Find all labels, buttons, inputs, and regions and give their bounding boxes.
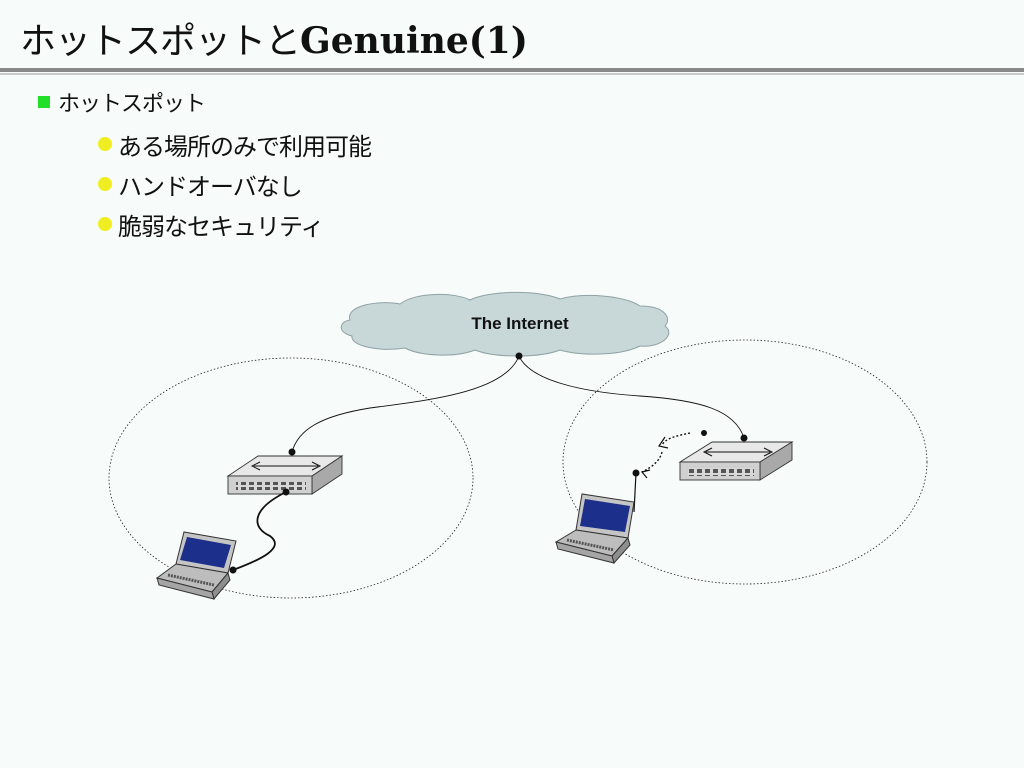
green-square-bullet-icon (38, 96, 50, 108)
laptop-icon (155, 531, 237, 601)
bullet-label: 脆弱なセキュリティ (118, 212, 325, 241)
bullet-level1: ホットスポット (38, 86, 206, 118)
bullet-label: ハンドオーバなし (118, 172, 303, 201)
title-divider (0, 68, 1024, 72)
yellow-dot-bullet-icon (98, 137, 112, 151)
bullet-label: ある場所のみで利用可能 (118, 132, 372, 161)
bullet-item: ある場所のみで利用可能 (98, 124, 372, 164)
coverage-area-left (108, 357, 474, 599)
wired-link-left (291, 355, 520, 453)
yellow-dot-bullet-icon (98, 217, 112, 231)
wireless-link (632, 430, 707, 513)
wired-link-right (518, 355, 745, 439)
bullet-level1-label: ホットスポット (58, 92, 206, 117)
slide-title: ホットスポットとGenuine(1) (20, 12, 528, 64)
laptop-connector-dot (229, 566, 237, 574)
title-divider-shadow (0, 73, 1024, 75)
switch-connector-dot (740, 434, 748, 442)
ethernet-cable-left (232, 491, 287, 571)
slide-title-jp: ホットスポットと (20, 21, 301, 62)
yellow-dot-bullet-icon (98, 177, 112, 191)
switch-connector-dot (288, 448, 296, 456)
network-switch-icon (226, 455, 344, 495)
network-switch-icon (678, 441, 794, 481)
bullet-list: ある場所のみで利用可能 ハンドオーバなし 脆弱なセキュリティ (98, 124, 372, 244)
cloud-label: The Internet (471, 314, 569, 333)
slide-title-latin: Genuine(1) (300, 20, 528, 62)
internet-cloud-icon: The Internet (340, 291, 670, 357)
bullet-item: 脆弱なセキュリティ (98, 204, 371, 244)
coverage-area-right (562, 339, 928, 585)
laptop-icon (554, 493, 635, 565)
bullet-item: ハンドオーバなし (98, 164, 371, 204)
